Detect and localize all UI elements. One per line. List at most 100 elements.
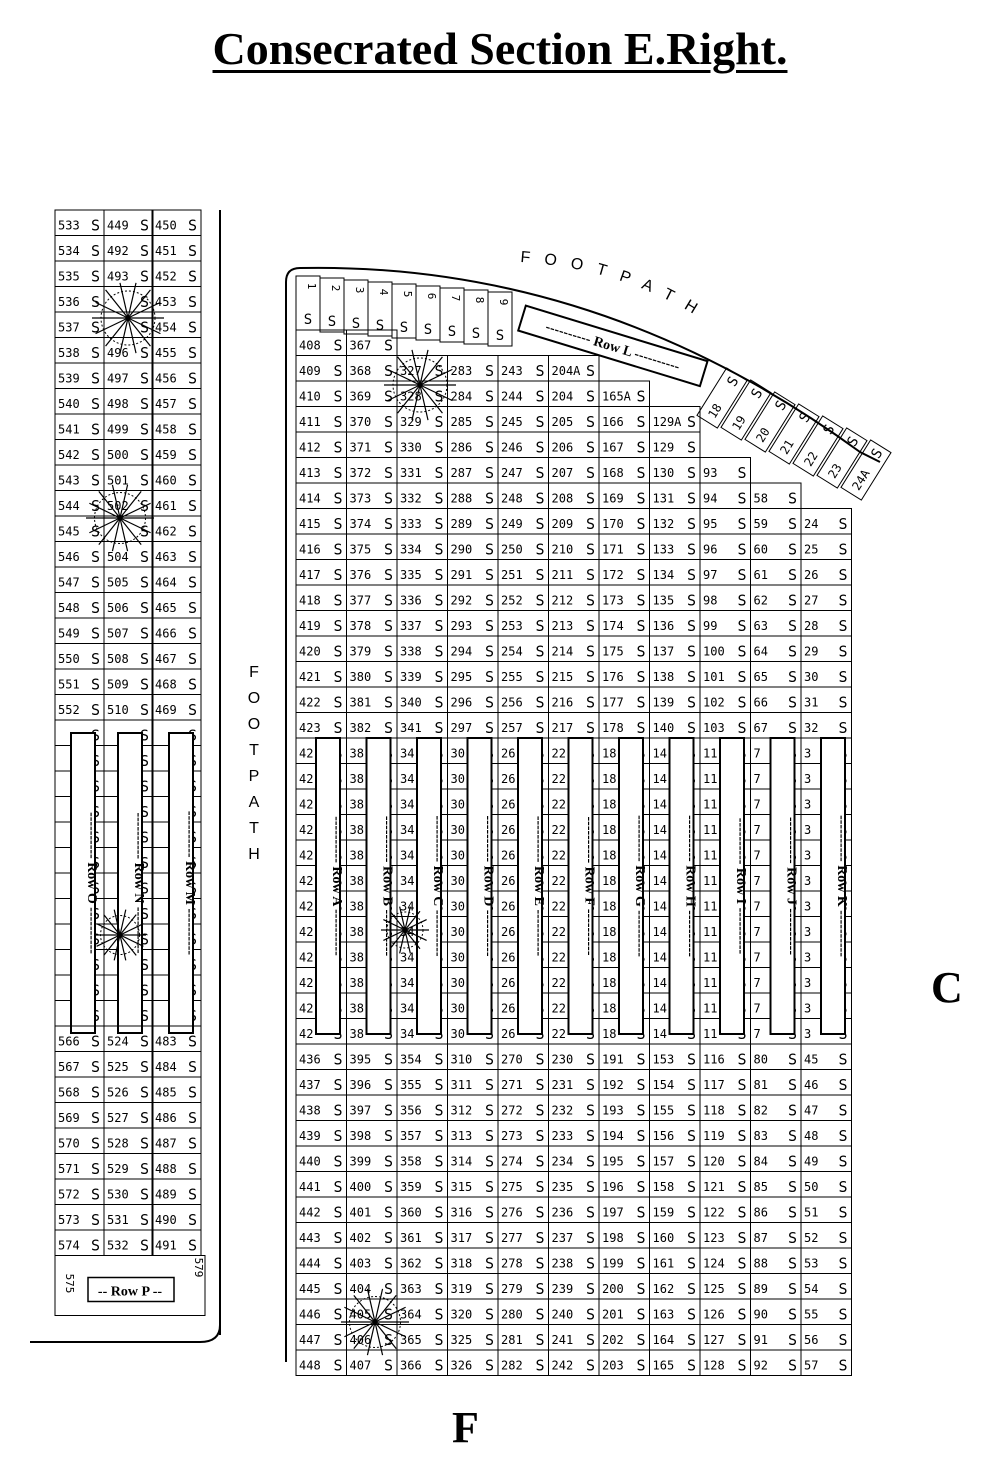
plot-number: 18 bbox=[602, 925, 616, 939]
plot-number: 241 bbox=[552, 1333, 574, 1347]
plot-number: 26 bbox=[501, 951, 515, 965]
plot-number: 296 bbox=[451, 696, 473, 710]
grave-mark: S bbox=[91, 395, 100, 413]
plot-number: 288 bbox=[451, 492, 473, 506]
plot-number: 417 bbox=[299, 568, 321, 582]
plot-number: 372 bbox=[350, 466, 372, 480]
grave-mark: S bbox=[384, 515, 393, 533]
grave-mark: S bbox=[636, 1306, 645, 1324]
grave-mark: S bbox=[140, 625, 149, 643]
plot-number: 364 bbox=[400, 1308, 422, 1322]
plot-number: 18 bbox=[602, 1027, 616, 1041]
grave-mark: S bbox=[636, 668, 645, 686]
grave-plot[interactable] bbox=[800, 1349, 852, 1376]
plot-number: 420 bbox=[299, 645, 321, 659]
plot-number: 97 bbox=[703, 568, 717, 582]
plot-number: 14 bbox=[653, 849, 667, 863]
grave-mark: S bbox=[384, 617, 393, 635]
plot-number: 505 bbox=[107, 576, 129, 590]
plot-number: 11 bbox=[703, 1027, 717, 1041]
grave-mark: S bbox=[586, 362, 595, 380]
grave-mark: S bbox=[788, 1127, 797, 1145]
grave-mark: S bbox=[535, 1076, 544, 1094]
plot-number: 102 bbox=[703, 696, 725, 710]
grave-mark: S bbox=[838, 1331, 847, 1349]
plot-number: 452 bbox=[155, 270, 177, 284]
grave-mark: S bbox=[188, 1186, 197, 1204]
plot-number: 22 bbox=[552, 849, 566, 863]
grave-mark: S bbox=[838, 1357, 847, 1375]
grave-mark: S bbox=[586, 413, 595, 431]
grave-mark: S bbox=[586, 541, 595, 559]
plot-number: 466 bbox=[155, 627, 177, 641]
grave-mark: S bbox=[687, 413, 696, 431]
plot-number: 527 bbox=[107, 1111, 129, 1125]
grave-mark: S bbox=[140, 829, 149, 847]
grave-mark: S bbox=[838, 719, 847, 737]
grave-mark: S bbox=[586, 1357, 595, 1375]
plot-number: 24A bbox=[849, 466, 873, 492]
plot-number: 30 bbox=[451, 823, 465, 837]
plot-number: 156 bbox=[653, 1129, 675, 1143]
plot-number: 524 bbox=[107, 1035, 129, 1049]
plot-number: 153 bbox=[653, 1053, 675, 1067]
plot-number: 525 bbox=[107, 1060, 129, 1074]
grave-mark: S bbox=[333, 1331, 342, 1349]
grave-mark: S bbox=[586, 515, 595, 533]
plot-number: 538 bbox=[58, 346, 80, 360]
plot-number: 463 bbox=[155, 550, 177, 564]
plot-number: 173 bbox=[602, 594, 624, 608]
plot-number: 83 bbox=[754, 1129, 768, 1143]
grave-mark: S bbox=[737, 592, 746, 610]
plot-number: 461 bbox=[155, 499, 177, 513]
grave-mark: S bbox=[448, 324, 456, 340]
plot-number: 26 bbox=[501, 849, 515, 863]
plot-number: 30 bbox=[451, 849, 465, 863]
grave-mark: S bbox=[687, 1306, 696, 1324]
plot-number: 80 bbox=[754, 1053, 768, 1067]
grave-mark: S bbox=[687, 1127, 696, 1145]
grave-plot[interactable]: 22S bbox=[792, 415, 844, 477]
plot-number: 88 bbox=[754, 1257, 768, 1271]
row-label-bar: ---------- Row K ---------- bbox=[820, 737, 849, 1035]
plot-number: 138 bbox=[653, 670, 675, 684]
plot-number: 280 bbox=[501, 1308, 523, 1322]
plot-number: 53 bbox=[804, 1257, 818, 1271]
plot-number: 34 bbox=[400, 747, 414, 761]
footpath-letter: P bbox=[248, 768, 260, 785]
grave-mark: S bbox=[434, 1306, 443, 1324]
plot-number: 318 bbox=[451, 1257, 473, 1271]
plot-number: 26 bbox=[501, 900, 515, 914]
grave-mark: S bbox=[636, 439, 645, 457]
plot-number: 30 bbox=[451, 1002, 465, 1016]
plot-number: 3 bbox=[353, 287, 366, 294]
grave-mark: S bbox=[188, 1058, 197, 1076]
grave-mark: S bbox=[188, 625, 197, 643]
plot-number: 18 bbox=[602, 976, 616, 990]
grave-mark: S bbox=[434, 1357, 443, 1375]
grave-plot[interactable] bbox=[487, 291, 513, 347]
plot-number: 255 bbox=[501, 670, 523, 684]
grave-mark: S bbox=[188, 268, 197, 286]
grave-mark: S bbox=[535, 1229, 544, 1247]
plot-number: 30 bbox=[451, 772, 465, 786]
grave-mark: S bbox=[586, 1280, 595, 1298]
plot-number: 7 bbox=[754, 976, 761, 990]
plot-number: 531 bbox=[107, 1213, 129, 1227]
plot-number: 532 bbox=[107, 1239, 129, 1253]
grave-mark: S bbox=[687, 668, 696, 686]
plot-number: 376 bbox=[350, 568, 372, 582]
plot-number: 575 bbox=[63, 1274, 76, 1294]
plot-number: 26 bbox=[501, 798, 515, 812]
plot-number: 122 bbox=[703, 1206, 725, 1220]
grave-mark: S bbox=[333, 1153, 342, 1171]
grave-mark: S bbox=[586, 719, 595, 737]
grave-mark: S bbox=[91, 242, 100, 260]
grave-mark: S bbox=[188, 344, 197, 362]
grave-mark: S bbox=[636, 719, 645, 737]
grave-mark: S bbox=[424, 322, 432, 338]
plot-number: 34 bbox=[400, 900, 414, 914]
plot-number: 121 bbox=[703, 1180, 725, 1194]
grave-mark: S bbox=[333, 1280, 342, 1298]
